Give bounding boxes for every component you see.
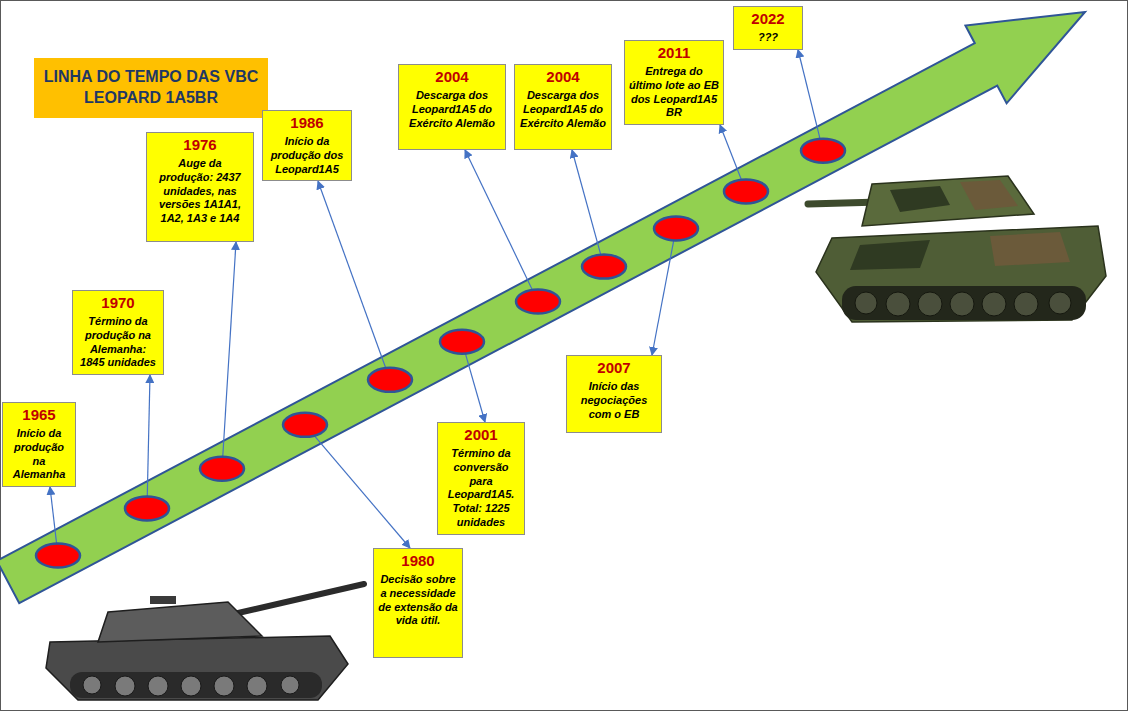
- year-heading: 1965: [7, 406, 71, 424]
- timeline-box: 1965Início da produção na Alemanha: [2, 402, 76, 487]
- timeline-dot: [582, 255, 626, 279]
- event-text: Início da produção dos Leopard1A5: [267, 135, 347, 176]
- tank-gun: [225, 584, 364, 616]
- timeline-box: 1970Término da produção na Alemanha: 184…: [72, 290, 164, 375]
- year-heading: 1976: [151, 136, 249, 154]
- timeline-box: 2001Término da conversão para Leopard1A5…: [437, 422, 525, 535]
- event-text: Término da produção na Alemanha: 1845 un…: [77, 315, 159, 370]
- tank-hull: [816, 226, 1106, 322]
- timeline-arrow: [0, 12, 1085, 603]
- leader-line: [465, 150, 532, 290]
- year-heading: 1970: [77, 294, 159, 312]
- camouflage-patch: [960, 180, 1018, 210]
- timeline-box: 1986Início da produção dos Leopard1A5: [262, 110, 352, 181]
- timeline-box: 2004Descarga dos Leopard1A5 do Exército …: [514, 64, 612, 150]
- year-heading: 2001: [442, 426, 520, 444]
- timeline-dot: [654, 216, 698, 240]
- tank-hull: [46, 636, 348, 700]
- event-text: Início da produção na Alemanha: [7, 427, 71, 482]
- timeline-box: 2004Descarga dos Leopard1A5 do Exército …: [398, 64, 506, 150]
- timeline-box: 2007Início das negociações com o EB: [566, 355, 662, 433]
- timeline-box: 1976Auge da produção: 2437 unidades, nas…: [146, 132, 254, 242]
- timeline-dot: [200, 457, 244, 481]
- tank-illustration: [808, 176, 1106, 322]
- leader-line: [572, 150, 601, 255]
- camouflage-patch: [850, 240, 930, 270]
- timeline-box: 1980Decisão sobre a necessidade de exten…: [373, 548, 463, 658]
- event-text: Término da conversão para Leopard1A5. To…: [442, 447, 520, 530]
- tank-illustration: [46, 584, 364, 700]
- timeline-dot: [440, 330, 484, 354]
- event-text: Decisão sobre a necessidade de extensão …: [378, 573, 458, 628]
- leader-line: [318, 181, 386, 368]
- year-heading: 2022: [738, 10, 798, 28]
- leader-line: [147, 375, 150, 496]
- event-text: Entrega do último lote ao EB dos Leopard…: [629, 65, 719, 120]
- timeline-box: 2011Entrega do último lote ao EB dos Leo…: [624, 40, 724, 125]
- leader-line: [50, 487, 57, 544]
- event-text: Descarga dos Leopard1A5 do Exército Alem…: [403, 89, 501, 130]
- tank-wheels: [855, 292, 1071, 316]
- year-heading: 2004: [519, 68, 607, 86]
- leader-line: [798, 50, 820, 139]
- leader-line: [652, 240, 674, 355]
- tank-track: [70, 672, 322, 698]
- title-box: LINHA DO TEMPO DAS VBC LEOPARD 1A5BR: [34, 58, 268, 118]
- leader-line: [223, 242, 236, 457]
- event-text: Descarga dos Leopard1A5 do Exército Alem…: [519, 89, 607, 130]
- tank-hatch: [150, 596, 176, 604]
- event-text: Início das negociações com o EB: [571, 380, 657, 421]
- tank-wheels: [83, 676, 299, 696]
- event-text: Auge da produção: 2437 unidades, nas ver…: [151, 157, 249, 226]
- timeline-dot: [283, 413, 327, 437]
- timeline-dot: [125, 496, 169, 520]
- timeline-dot: [801, 139, 845, 163]
- timeline-dot: [36, 544, 80, 568]
- year-heading: 2007: [571, 359, 657, 377]
- diagram-title: LINHA DO TEMPO DAS VBC LEOPARD 1A5BR: [40, 67, 262, 109]
- tank-turret: [862, 176, 1034, 226]
- tank-track: [842, 286, 1086, 320]
- timeline-dot: [368, 368, 412, 392]
- camouflage-patch: [890, 186, 950, 212]
- year-heading: 2004: [403, 68, 501, 86]
- year-heading: 2011: [629, 44, 719, 62]
- event-text: ???: [738, 31, 798, 45]
- leader-line: [720, 125, 741, 180]
- timeline-dot: [516, 289, 560, 313]
- tank-turret: [98, 602, 262, 642]
- leader-line: [465, 354, 485, 422]
- year-heading: 1986: [267, 114, 347, 132]
- camouflage-patch: [990, 232, 1070, 266]
- year-heading: 1980: [378, 552, 458, 570]
- leader-line: [314, 436, 410, 548]
- timeline-dot: [724, 179, 768, 203]
- timeline-box: 2022???: [733, 6, 803, 50]
